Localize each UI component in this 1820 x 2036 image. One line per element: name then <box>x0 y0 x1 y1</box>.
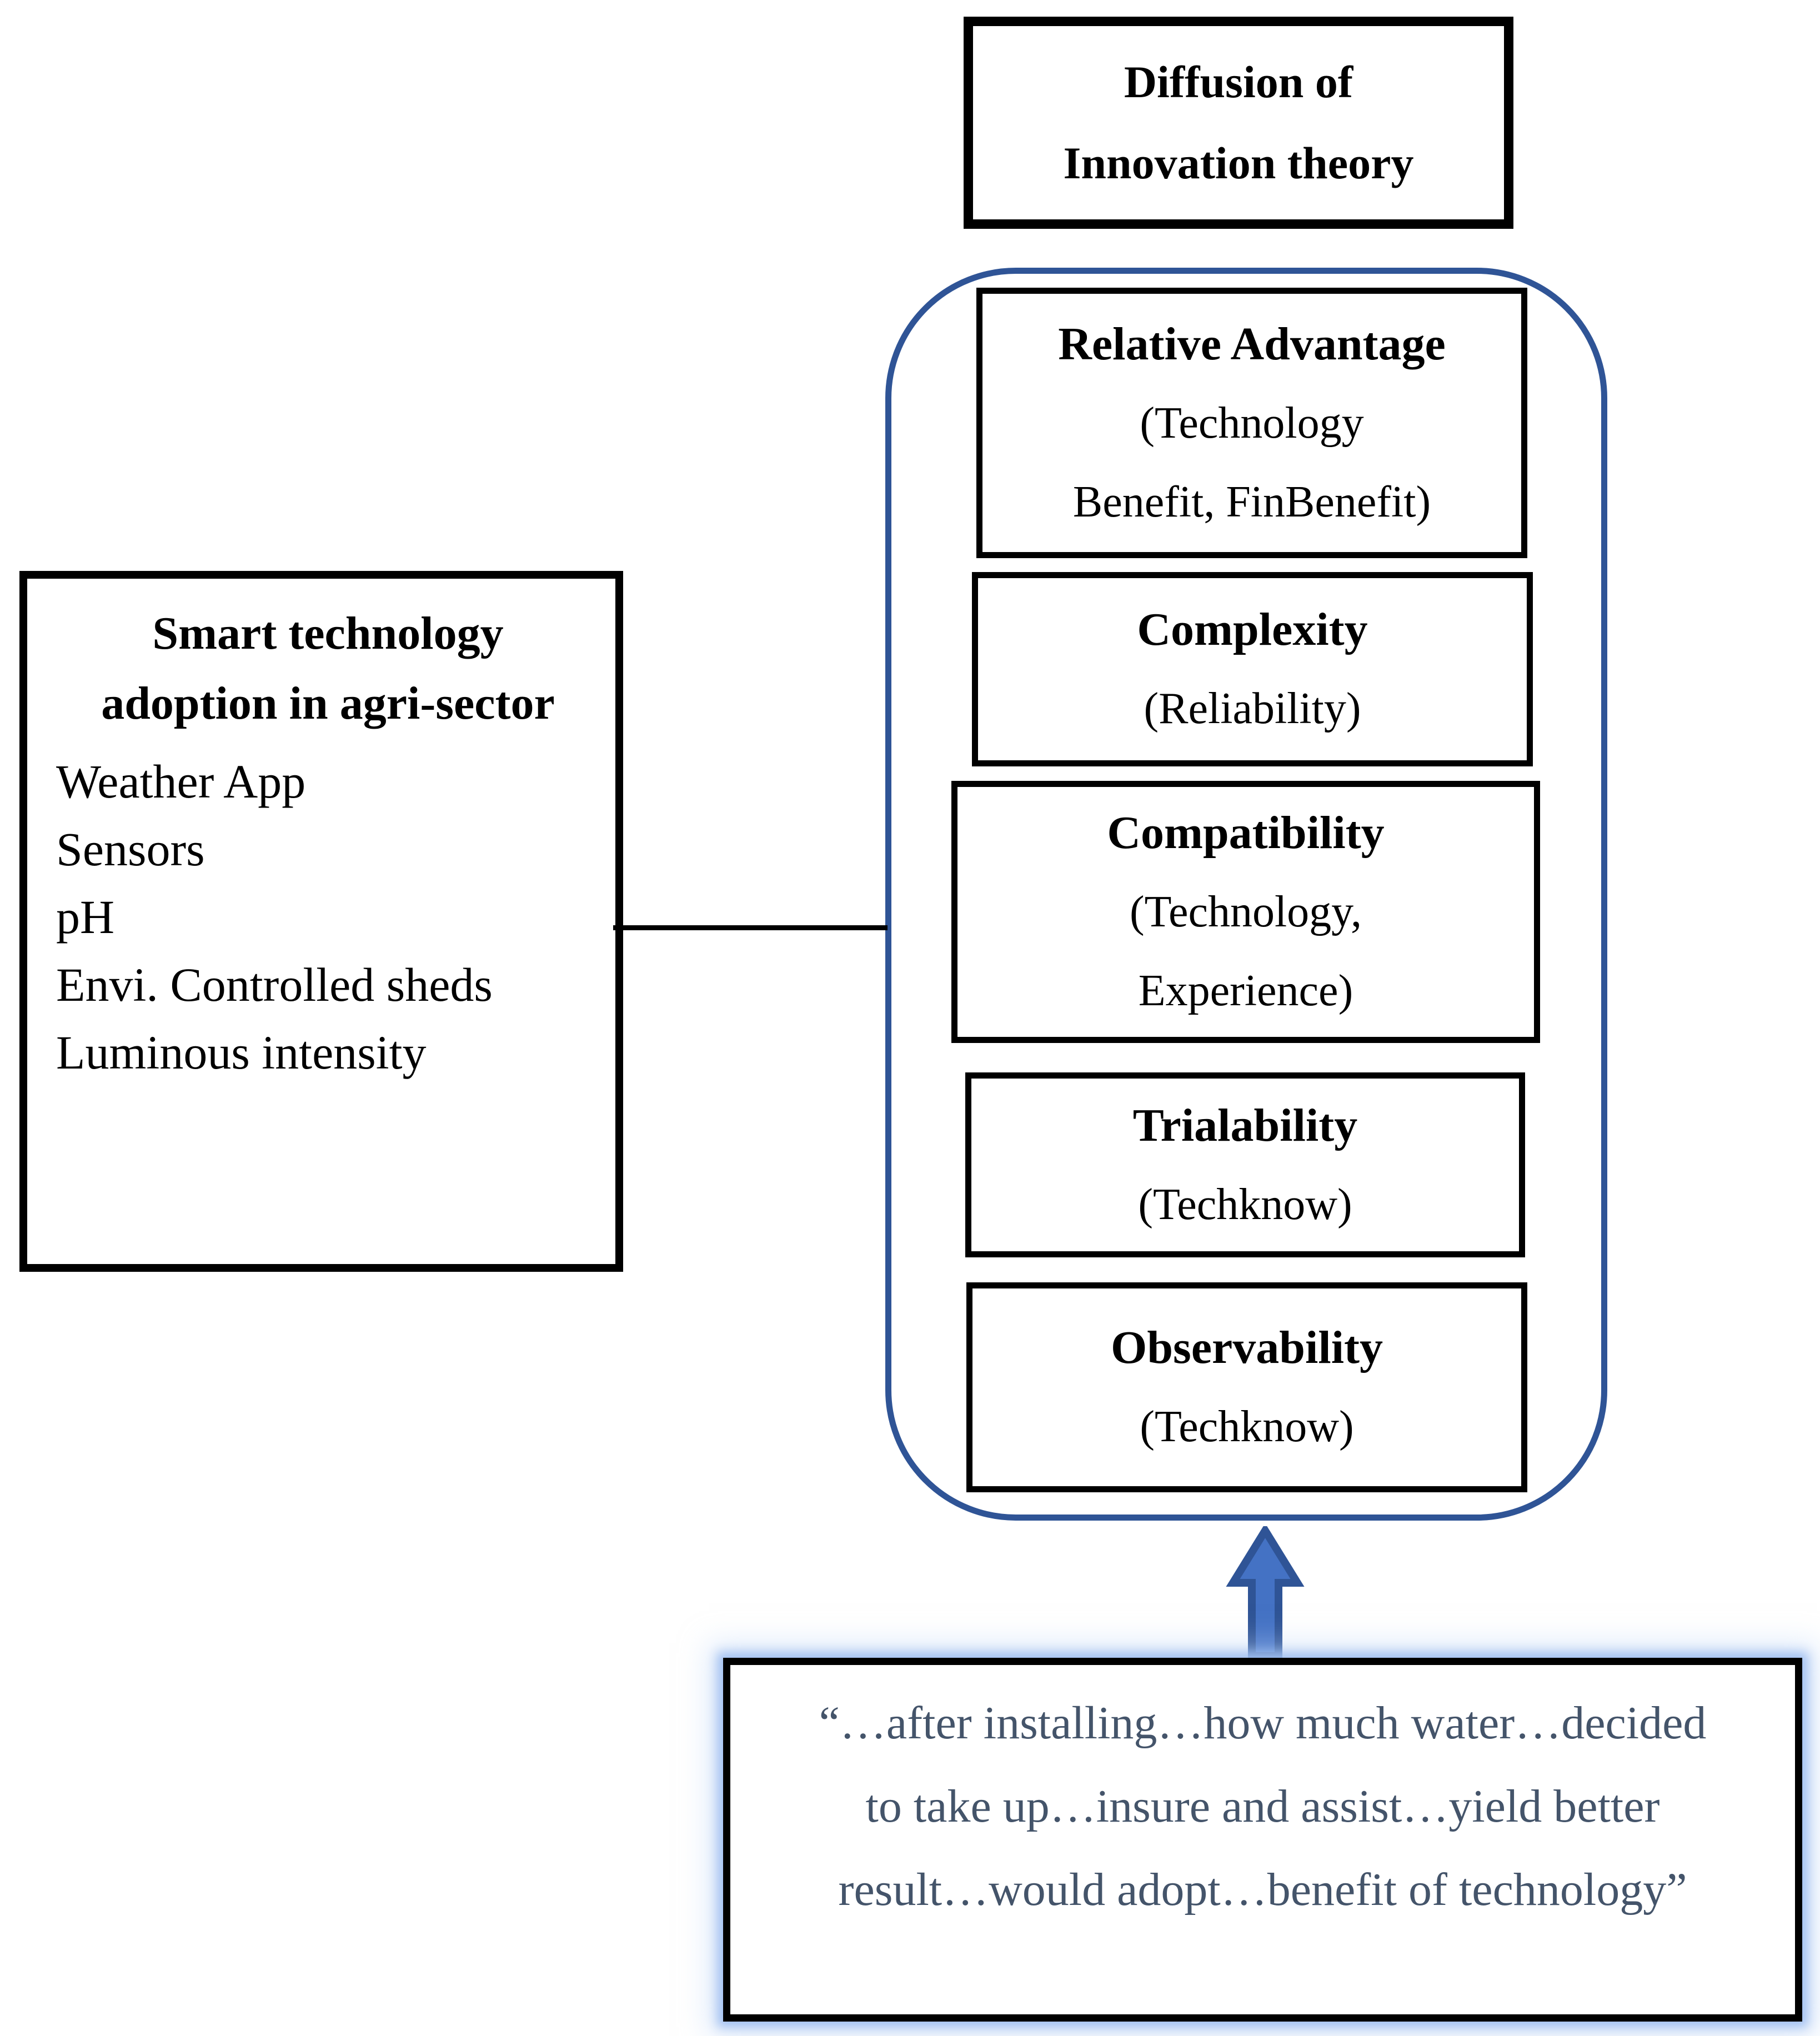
factor-subtitle-line: (Reliability) <box>1144 684 1361 733</box>
quote-line: “…after installing…how much water…decide… <box>819 1697 1707 1749</box>
list-item: Sensors <box>56 823 205 876</box>
factor-title: Observability <box>1110 1322 1383 1373</box>
diffusion-theory-line2: Innovation theory <box>1063 138 1414 188</box>
diffusion-theory-box: Diffusion of Innovation theory <box>964 17 1513 229</box>
smart-tech-title-line2: adoption in agri-sector <box>101 678 555 729</box>
factor-subtitle-line: (Techknow) <box>1138 1180 1352 1229</box>
factor-title: Complexity <box>1137 604 1368 655</box>
factor-title: Trialability <box>1132 1099 1358 1151</box>
smart-tech-adoption-box: Smart technology adoption in agri-sector… <box>19 571 623 1272</box>
factor-box-observability: Observability (Techknow) <box>966 1282 1527 1492</box>
list-item: Envi. Controlled sheds <box>56 958 493 1011</box>
factor-title: Compatibility <box>1107 807 1385 859</box>
factor-subtitle-line: (Technology, <box>1130 887 1362 936</box>
factor-box-complexity: Complexity (Reliability) <box>972 572 1533 766</box>
factor-subtitle-line: (Technology <box>1140 398 1364 448</box>
smart-tech-title-line1: Smart technology <box>152 608 504 659</box>
quote-line: result…would adopt…benefit of technology… <box>838 1864 1687 1915</box>
list-item: Weather App <box>56 755 306 808</box>
quote-line: to take up…insure and assist…yield bette… <box>865 1781 1660 1832</box>
factor-subtitle-line: Benefit, FinBenefit) <box>1072 477 1431 526</box>
list-item: pH <box>56 890 115 944</box>
diffusion-theory-line1: Diffusion of <box>1124 57 1353 107</box>
smart-tech-item-list: Weather App Sensors pH Envi. Controlled … <box>56 748 600 1086</box>
factor-box-relative-advantage: Relative Advantage (Technology Benefit, … <box>976 288 1527 558</box>
factor-box-trialability: Trialability (Techknow) <box>965 1072 1525 1257</box>
factor-title: Relative Advantage <box>1058 318 1446 370</box>
horizontal-connector-line <box>613 925 888 930</box>
factor-subtitle-line: Experience) <box>1138 966 1353 1015</box>
smart-tech-title: Smart technology adoption in agri-sector <box>56 599 600 739</box>
farmer-quote-box: “…after installing…how much water…decide… <box>723 1658 1802 2022</box>
factor-box-compatibility: Compatibility (Technology, Experience) <box>951 781 1540 1043</box>
up-arrow-icon <box>1226 1526 1305 1659</box>
factor-subtitle-line: (Techknow) <box>1140 1402 1354 1451</box>
list-item: Luminous intensity <box>56 1026 427 1079</box>
